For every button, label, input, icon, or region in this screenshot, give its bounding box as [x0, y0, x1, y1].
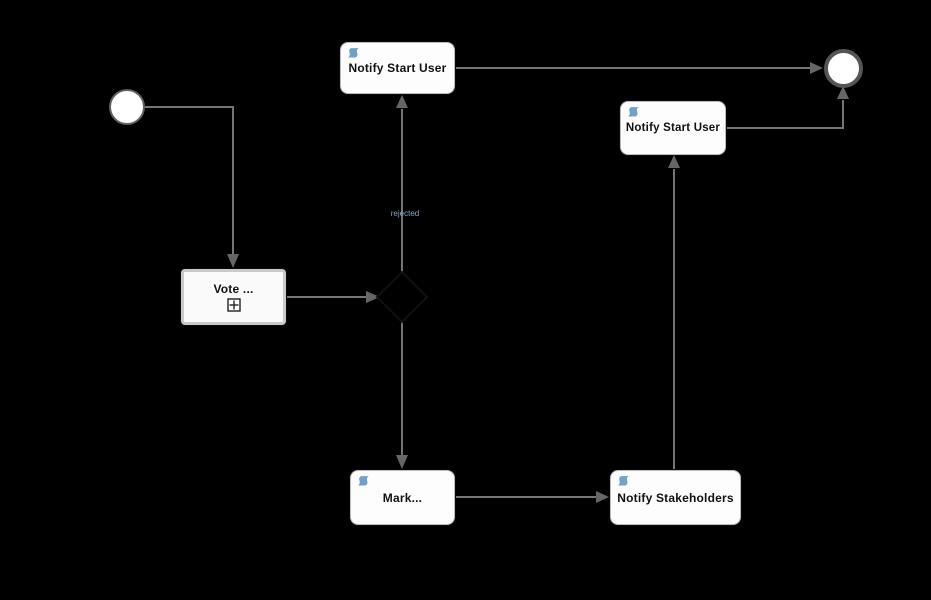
task-notify-start-user-right[interactable]: Notify Start User	[620, 101, 726, 155]
task-label: Notify Stakeholders	[617, 490, 734, 505]
task-notify-start-user-top[interactable]: Notify Start User	[340, 42, 455, 94]
arrowhead-up-icon	[837, 86, 849, 99]
script-task-icon	[356, 474, 371, 489]
sequence-flow-label-rejected[interactable]: rejected	[390, 209, 420, 218]
script-task-icon	[346, 46, 361, 61]
script-task-icon	[616, 474, 631, 489]
task-label: Vote ...	[213, 282, 254, 296]
start-event[interactable]	[109, 89, 145, 125]
arrowhead-right-icon	[596, 491, 609, 503]
script-task-icon	[626, 105, 641, 120]
task-label: Notify Start User	[348, 61, 447, 75]
flow-notify-start-user-right-to-end[interactable]	[727, 100, 844, 129]
task-notify-stakeholders[interactable]: Notify Stakeholders	[610, 470, 741, 525]
arrowhead-up-icon	[668, 155, 680, 168]
end-event[interactable]	[824, 49, 863, 88]
arrowhead-right-icon	[810, 62, 823, 74]
arrowhead-up-icon	[396, 95, 408, 108]
exclusive-gateway[interactable]	[375, 270, 429, 324]
task-label: Notify Start User	[625, 122, 721, 134]
task-label: Mark...	[382, 490, 423, 505]
arrowhead-down-icon	[227, 254, 239, 268]
arrowhead-down-icon	[396, 455, 408, 469]
arrowhead-right-icon	[366, 291, 380, 303]
flow-start-to-vote[interactable]	[145, 106, 234, 255]
expand-plus-icon[interactable]	[226, 298, 241, 312]
task-mark[interactable]: Mark...	[350, 470, 455, 525]
subprocess-vote[interactable]: Vote ...	[181, 269, 286, 325]
